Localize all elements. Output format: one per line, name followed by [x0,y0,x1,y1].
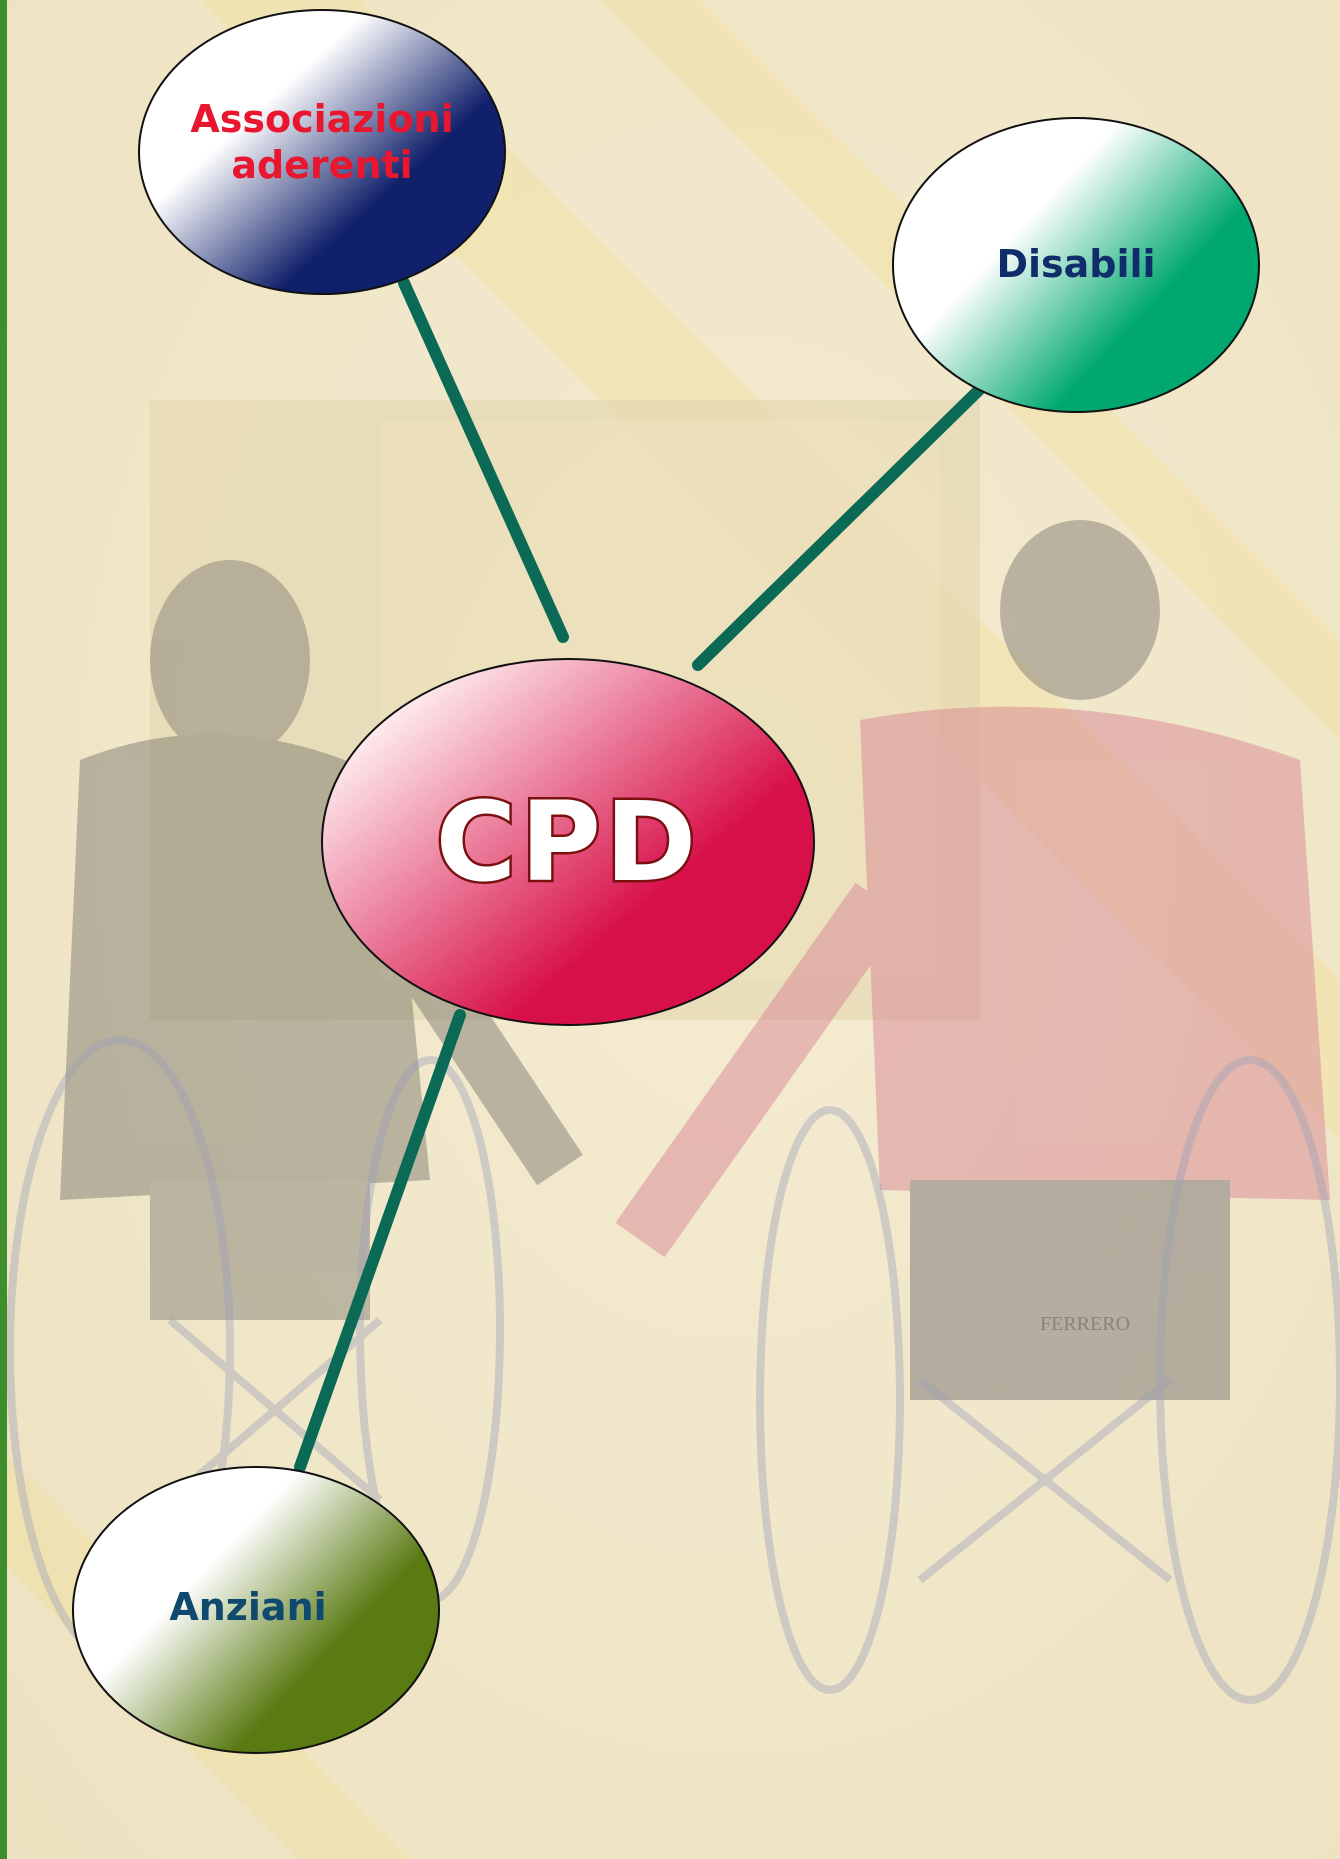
photo-caption: FERRERO [1040,1313,1130,1335]
connector-cpd-anziani [294,1009,466,1473]
associazioni-label: Associazioni aderenti [190,97,454,187]
anziani-label: Anziani [169,1585,327,1629]
node-cpd[interactable]: CPD [321,658,815,1026]
left-border [0,0,7,1859]
connector-cpd-disabili [692,384,985,671]
node-anziani[interactable] [72,1466,440,1754]
connector-lines [294,277,985,1473]
connector-cpd-associazioni [398,277,569,643]
node-associazioni[interactable] [138,9,506,295]
node-disabili[interactable] [892,117,1260,413]
cpd-label: CPD [436,778,701,906]
disabili-label: Disabili [996,242,1156,286]
